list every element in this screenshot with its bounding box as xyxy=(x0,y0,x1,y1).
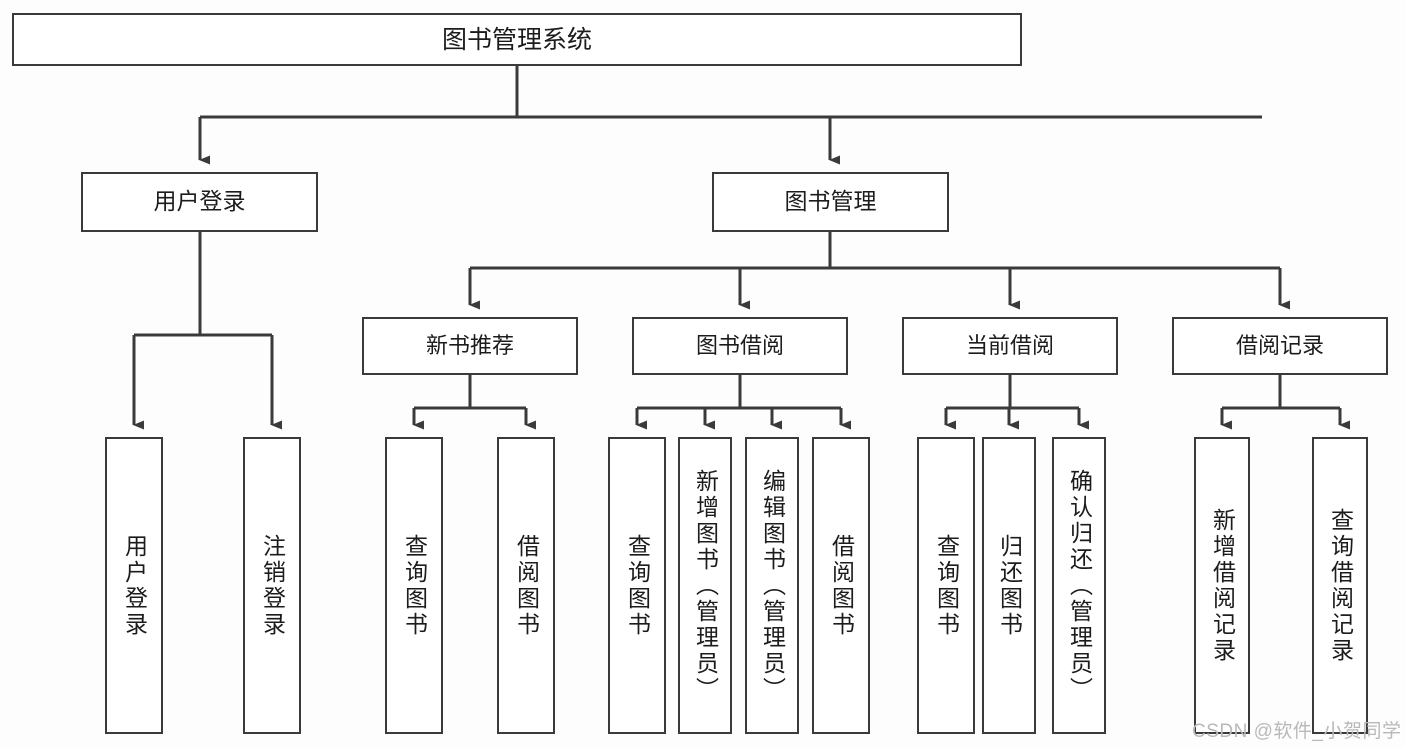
node-label: 图书借阅 xyxy=(695,332,784,358)
node-label: 确认归还（管理员） xyxy=(1066,468,1093,703)
leaf-query-book-borrow[interactable]: 查询图书 xyxy=(608,437,666,734)
leaf-confirm-return-admin[interactable]: 确认归还（管理员） xyxy=(1052,437,1106,734)
leaf-query-borrow-record[interactable]: 查询借阅记录 xyxy=(1312,437,1368,734)
leaf-add-book-admin[interactable]: 新增图书（管理员） xyxy=(678,437,732,734)
node-label: 图书管理 xyxy=(784,188,877,215)
csdn-watermark: CSDN @软件_小贺同学 xyxy=(1192,721,1402,742)
node-label: 新书推荐 xyxy=(425,332,514,358)
node-label: 当前借阅 xyxy=(965,332,1054,358)
node-root-system[interactable]: 图书管理系统 xyxy=(12,13,1022,66)
leaf-logout-login[interactable]: 注销登录 xyxy=(243,437,301,734)
node-label: 借阅图书 xyxy=(513,533,540,638)
leaf-query-book-current[interactable]: 查询图书 xyxy=(917,437,975,734)
node-label: 归还图书 xyxy=(996,533,1023,638)
node-current-borrow[interactable]: 当前借阅 xyxy=(902,317,1118,375)
node-label: 图书管理系统 xyxy=(441,25,592,54)
node-book-management[interactable]: 图书管理 xyxy=(712,172,949,232)
node-label: 新增图书（管理员） xyxy=(692,468,719,703)
leaf-query-book-recommend[interactable]: 查询图书 xyxy=(385,437,443,734)
leaf-borrow-book-recommend[interactable]: 借阅图书 xyxy=(497,437,555,734)
node-label: 借阅记录 xyxy=(1235,332,1324,358)
leaf-add-borrow-record[interactable]: 新增借阅记录 xyxy=(1194,437,1250,734)
node-label: 新增借阅记录 xyxy=(1209,507,1236,664)
node-label: 查询借阅记录 xyxy=(1327,507,1354,664)
node-label: 查询图书 xyxy=(933,533,960,638)
leaf-borrow-book[interactable]: 借阅图书 xyxy=(812,437,870,734)
node-borrow-record[interactable]: 借阅记录 xyxy=(1172,317,1388,375)
node-label: 借阅图书 xyxy=(828,533,855,638)
leaf-return-book[interactable]: 归还图书 xyxy=(982,437,1036,734)
node-label: 用户登录 xyxy=(121,533,148,638)
node-label: 编辑图书（管理员） xyxy=(759,468,786,703)
leaf-edit-book-admin[interactable]: 编辑图书（管理员） xyxy=(745,437,799,734)
leaf-user-login[interactable]: 用户登录 xyxy=(105,437,163,734)
node-book-borrow[interactable]: 图书借阅 xyxy=(632,317,848,375)
node-label: 查询图书 xyxy=(624,533,651,638)
node-new-book-recommend[interactable]: 新书推荐 xyxy=(362,317,578,375)
node-label: 用户登录 xyxy=(153,188,246,215)
node-label: 查询图书 xyxy=(401,533,428,638)
node-user-login[interactable]: 用户登录 xyxy=(81,172,318,232)
node-label: 注销登录 xyxy=(259,533,286,638)
